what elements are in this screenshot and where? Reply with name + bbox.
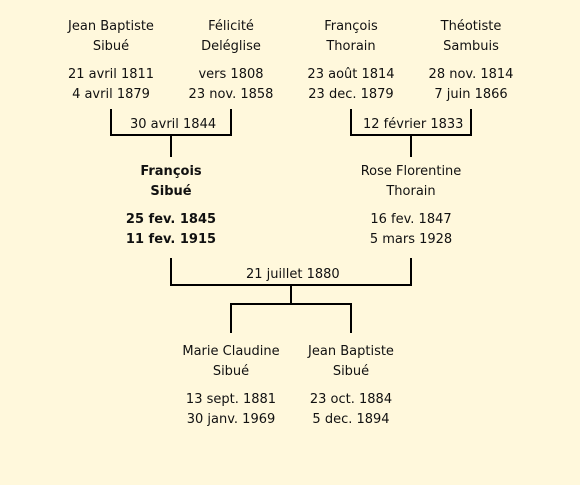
person-first-name: Rose Florentine xyxy=(360,164,462,179)
death-date: 7 juin 1866 xyxy=(434,87,508,102)
person-last-name: Sibué xyxy=(92,39,130,54)
birth-date: 21 avril 1811 xyxy=(67,67,155,82)
grandparent-theotiste-sambuis: Théotiste Sambuis 28 nov. 1814 7 juin 18… xyxy=(401,17,541,105)
grandparent-jean-baptiste-sibue: Jean Baptiste Sibué 21 avril 1811 4 avri… xyxy=(41,17,181,105)
marriage-date-center: 21 juillet 1880 xyxy=(243,266,343,284)
birth-date: 25 fev. 1845 xyxy=(125,212,217,227)
marriage-date-right: 12 février 1833 xyxy=(360,116,467,134)
death-date: 30 janv. 1969 xyxy=(186,412,276,427)
person-last-name: Thorain xyxy=(326,39,376,54)
person-last-name: Deléglise xyxy=(201,39,261,54)
grandparent-francois-thorain: François Thorain 23 août 1814 23 dec. 18… xyxy=(281,17,421,105)
person-last-name: Sibué xyxy=(332,364,370,379)
person-first-name: Marie Claudine xyxy=(182,344,280,359)
death-date: 5 dec. 1894 xyxy=(312,412,390,427)
birth-date: vers 1808 xyxy=(198,67,264,82)
child-marie-claudine-sibue: Marie Claudine Sibué 13 sept. 1881 30 ja… xyxy=(161,342,301,430)
person-first-name: Félicité xyxy=(208,19,254,34)
birth-date: 13 sept. 1881 xyxy=(185,392,277,407)
person-last-name: Sibué xyxy=(150,184,192,199)
grandparent-felicite-delelise: Félicité Deléglise vers 1808 23 nov. 185… xyxy=(161,17,301,105)
birth-date: 23 oct. 1884 xyxy=(309,392,393,407)
person-last-name: Sibué xyxy=(212,364,250,379)
person-first-name: Théotiste xyxy=(440,19,502,34)
person-first-name: François xyxy=(324,19,378,34)
death-date: 23 nov. 1858 xyxy=(188,87,274,102)
birth-date: 16 fev. 1847 xyxy=(370,212,452,227)
birth-date: 23 août 1814 xyxy=(307,67,395,82)
person-first-name: Jean Baptiste xyxy=(308,344,394,359)
marriage-date-left: 30 avril 1844 xyxy=(127,116,220,134)
parent-rose-florentine-thorain: Rose Florentine Thorain 16 fev. 1847 5 m… xyxy=(341,162,481,250)
person-last-name: Sambuis xyxy=(443,39,499,54)
death-date: 23 dec. 1879 xyxy=(308,87,394,102)
death-date: 4 avril 1879 xyxy=(72,87,150,102)
person-last-name: Thorain xyxy=(386,184,436,199)
parent-francois-sibue: François Sibué 25 fev. 1845 11 fev. 1915 xyxy=(101,162,241,250)
death-date: 11 fev. 1915 xyxy=(125,232,217,247)
child-jean-baptiste-sibue: Jean Baptiste Sibué 23 oct. 1884 5 dec. … xyxy=(281,342,421,430)
person-first-name: François xyxy=(140,164,202,179)
birth-date: 28 nov. 1814 xyxy=(428,67,514,82)
death-date: 5 mars 1928 xyxy=(369,232,453,247)
person-first-name: Jean Baptiste xyxy=(68,19,154,34)
